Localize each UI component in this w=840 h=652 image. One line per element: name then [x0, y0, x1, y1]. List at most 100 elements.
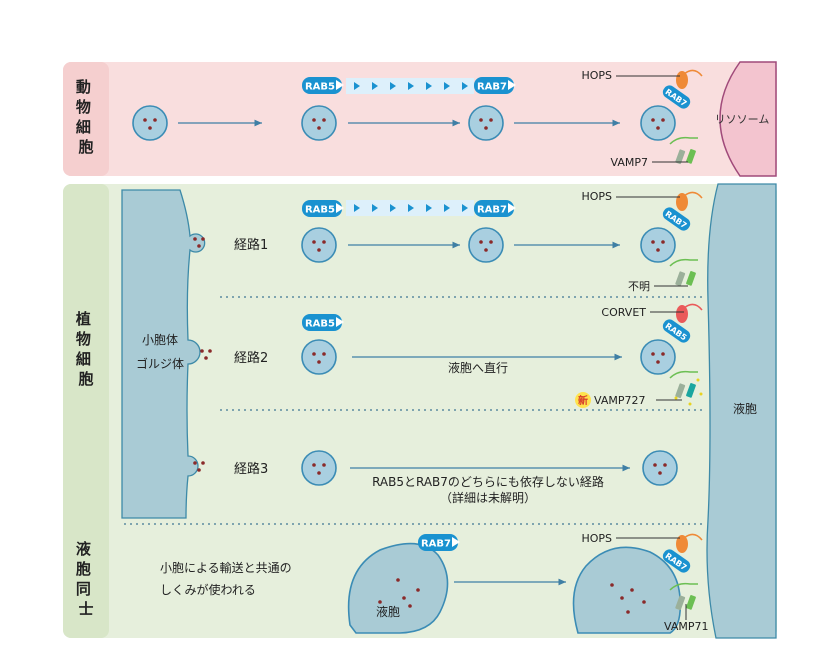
rab-tag-body [418, 534, 458, 551]
vf-vamp71-snare [669, 582, 698, 611]
cargo-dot [661, 352, 665, 356]
plant-section: 小胞体 ゴルジ体 液胞 [63, 183, 777, 639]
path1-label: 経路1 [234, 237, 268, 253]
animal-rab5-tag: RAB5 [302, 77, 344, 94]
rab-transition-chevron [390, 82, 396, 90]
cargo-dot [201, 461, 205, 465]
highlight-spark [674, 396, 678, 400]
plant-label-char-4: 胞 [77, 370, 93, 388]
animal-rab7-tag: RAB7 [474, 77, 516, 94]
rab-tag-notch [336, 317, 344, 327]
cargo-dot [656, 248, 660, 252]
snare-arm [669, 136, 698, 145]
path1-unknown-snare [669, 258, 698, 287]
cargo-dot [322, 240, 326, 244]
path2-vesicle-2 [640, 339, 676, 375]
hops-label-animal: HOPS [581, 69, 612, 82]
rab-tag-body [302, 200, 342, 217]
path3-vesicle-1 [301, 450, 337, 486]
rab-tag-body [302, 314, 342, 331]
vacuole-fusion-row: 小胞による輸送と共通の しくみが使われる 液胞 HOPS VAMP71 [160, 532, 708, 633]
rab-transition-chevron [426, 204, 432, 212]
animal-label: 動 物 細 胞 [76, 78, 96, 156]
rab-tag-body [474, 200, 514, 217]
path1-rab5-tag: RAB5 [302, 200, 344, 217]
animal-vesicle-1 [132, 105, 168, 141]
path3-label: 経路3 [234, 461, 268, 477]
snare-t [686, 383, 696, 398]
cargo-dot [201, 237, 205, 241]
animal-rab-transition [346, 78, 474, 94]
path2-vamp727-snare [669, 370, 698, 399]
cargo-dot [626, 610, 630, 614]
vesicle-membrane [132, 105, 168, 141]
animal-vesicle-2 [301, 105, 337, 141]
cargo-dot [312, 118, 316, 122]
animal-label-char-2: 物 [76, 98, 91, 116]
tether-head [676, 193, 688, 211]
path1-vesicle-3 [640, 227, 676, 263]
rab-transition-chevron [372, 82, 378, 90]
vesicle-membrane [640, 227, 676, 263]
bud-dots-3 [193, 461, 205, 472]
rab-transition-chevron [462, 204, 468, 212]
snare-arm [669, 370, 698, 379]
cargo-dot [153, 118, 157, 122]
rab-tag-body [302, 77, 342, 94]
plant-label: 植 物 細 胞 [76, 310, 96, 388]
animal-label-char-3: 細 [76, 118, 91, 136]
cargo-dot [322, 352, 326, 356]
rab-tag-notch [336, 80, 344, 90]
tether-head [676, 71, 688, 89]
tether-arm [683, 69, 703, 77]
cargo-dot [416, 588, 420, 592]
small-vacuole-label: 液胞 [376, 604, 400, 619]
vf-label-char-3: 同 [76, 580, 91, 598]
new-badge [575, 392, 591, 408]
vesicle-membrane [468, 227, 504, 263]
cargo-dot [317, 360, 321, 364]
vesicle-membrane [640, 105, 676, 141]
rab-tag-text: RAB7 [477, 82, 507, 93]
vamp727-label: VAMP727 [594, 394, 645, 407]
rab-tag-text: RAB7 [477, 205, 507, 216]
path1-vesicle-2 [468, 227, 504, 263]
tether-rab-tag [662, 549, 691, 573]
animal-label-bg [63, 62, 109, 176]
animal-vesicle-4 [640, 105, 676, 141]
rab-transition-chevron [354, 204, 360, 212]
large-vacuole-body [572, 546, 682, 634]
er-label: 小胞体 [142, 333, 178, 347]
cargo-dot [312, 463, 316, 467]
cargo-dot [661, 240, 665, 244]
cargo-dot [197, 468, 201, 472]
path3-desc-1: RAB5とRAB7のどちらにも依存しない経路 [372, 474, 604, 489]
cargo-dot [378, 600, 382, 604]
cargo-dot [658, 471, 662, 475]
rab-tag-text: RAB7 [421, 539, 451, 550]
plant-label-bg [63, 184, 109, 638]
rab-transition-chevron [444, 204, 450, 212]
highlight-spark [696, 378, 700, 382]
cargo-dot [143, 118, 147, 122]
rab-tag-text: RAB5 [305, 82, 335, 93]
unknown-snare-label: 不明 [628, 280, 650, 293]
cargo-dot [317, 248, 321, 252]
tether-head [676, 535, 688, 553]
animal-label-char-1: 動 [76, 78, 91, 96]
cargo-dot [197, 244, 201, 248]
plant-vacuole-label: 液胞 [733, 401, 757, 416]
rab-transition-chevron [444, 82, 450, 90]
cargo-dot [620, 596, 624, 600]
cargo-dot [208, 349, 212, 353]
er-golgi-body [121, 189, 206, 519]
path2-label: 経路2 [234, 350, 268, 366]
cargo-dot [630, 588, 634, 592]
rab-transition-chevron [390, 204, 396, 212]
large-vacuole [572, 546, 682, 634]
cargo-dot [653, 463, 657, 467]
hops-label-path1: HOPS [581, 190, 612, 203]
snare-v [675, 271, 686, 287]
bud-dots-1 [193, 237, 205, 248]
